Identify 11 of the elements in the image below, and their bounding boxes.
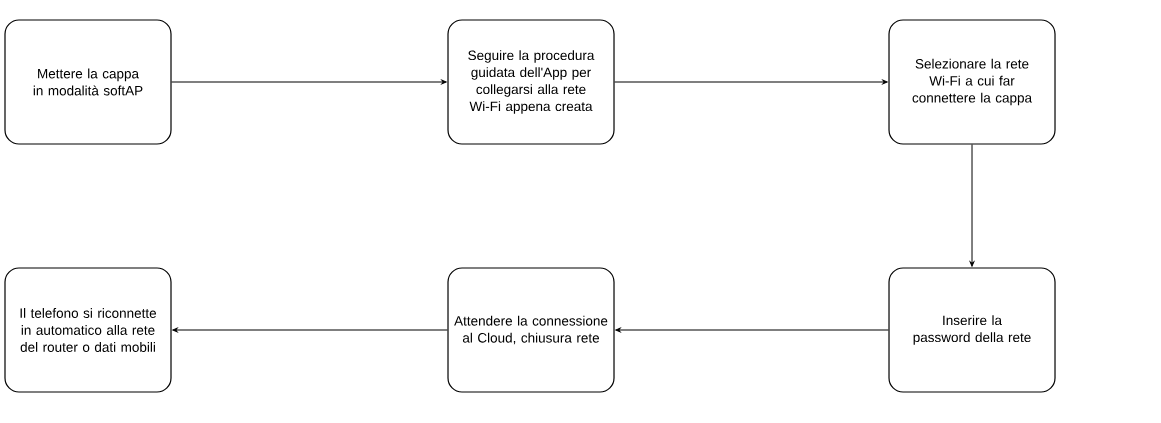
arrow — [171, 79, 447, 85]
process-box: Selezionare la rete Wi-Fi a cui far connettere la cappa — [888, 19, 1056, 145]
process-box: Inserire la password della rete — [888, 267, 1056, 393]
process-box: Il telefono si riconnette in automatico alla rete del router o dati mobili — [4, 267, 172, 393]
process-box: Attendere la connessione al Cloud, chiusura rete — [447, 267, 615, 393]
arrow — [615, 327, 889, 333]
arrow — [172, 327, 448, 333]
process-box: Mettere la cappa in modalità softAP — [4, 19, 172, 145]
arrow — [969, 144, 975, 267]
process-box: Seguire la procedura guidata dell'App per collegarsi alla rete Wi-Fi appena creata — [447, 19, 615, 145]
arrow — [614, 79, 888, 85]
